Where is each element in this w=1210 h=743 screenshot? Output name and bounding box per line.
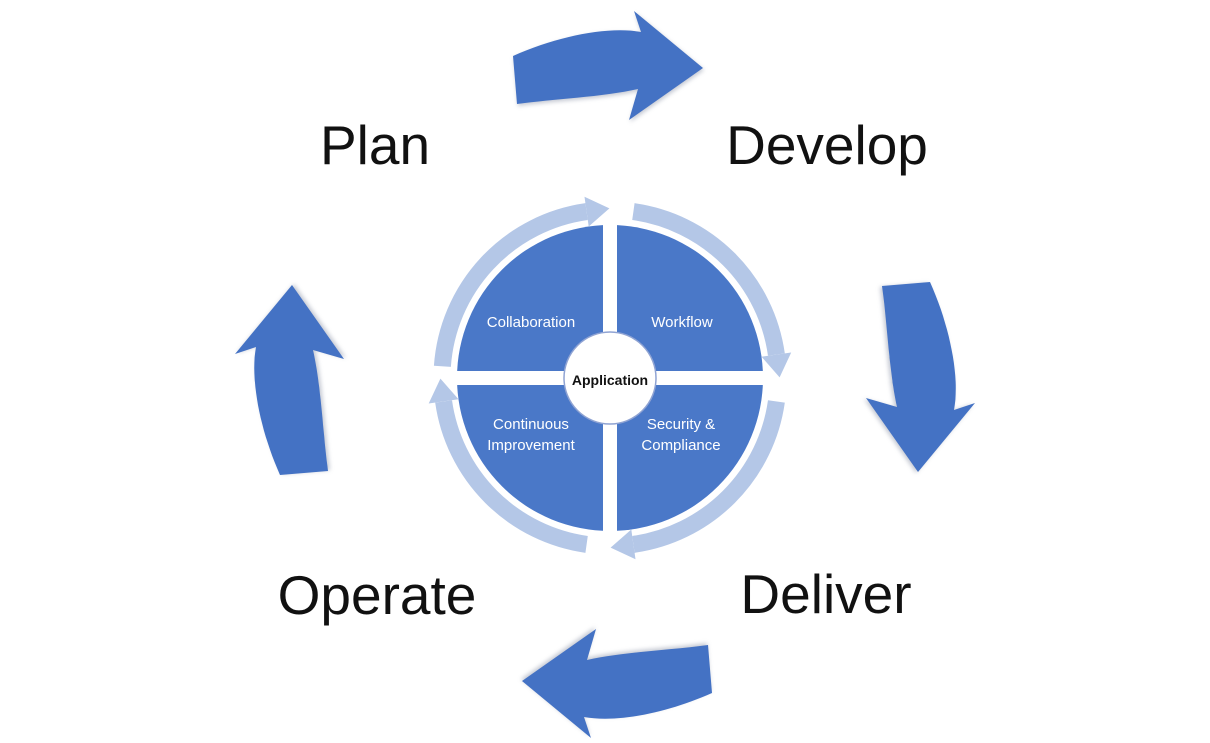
cycle-arrow-left-icon — [235, 285, 344, 475]
cycle-arrow-right-icon — [866, 282, 975, 472]
center-hub-circle — [563, 331, 657, 425]
center-label-application: Application — [571, 372, 649, 388]
ring-arc-bottom-right — [632, 400, 785, 553]
quadrant-label-workflow: Workflow — [651, 314, 713, 331]
cycle-arrow-top-icon — [513, 11, 703, 120]
quadrant-label-collaboration: Collaboration — [486, 314, 576, 331]
ring-arc-top-left — [433, 203, 588, 367]
ring-arrowhead-bottom-icon — [610, 529, 636, 560]
ring-arrowhead-right-icon — [761, 352, 792, 378]
ring-arrowhead-top-icon — [584, 196, 610, 227]
quadrant-label-continuous-improvement: Continuous Improvement — [487, 416, 575, 454]
ring-arc-bottom-left — [435, 400, 588, 553]
stage-label-deliver: Deliver — [740, 563, 912, 625]
quadrant-label-security-compliance: Security & Compliance — [641, 416, 721, 454]
ring-arrowhead-left-icon — [428, 378, 459, 404]
cycle-arrow-bottom-icon — [522, 629, 712, 738]
stage-label-develop: Develop — [726, 114, 928, 176]
ring-arc-top-right — [632, 203, 785, 356]
lifecycle-wheel — [420, 188, 800, 568]
stage-label-operate: Operate — [277, 564, 477, 626]
stage-label-plan: Plan — [319, 114, 431, 176]
